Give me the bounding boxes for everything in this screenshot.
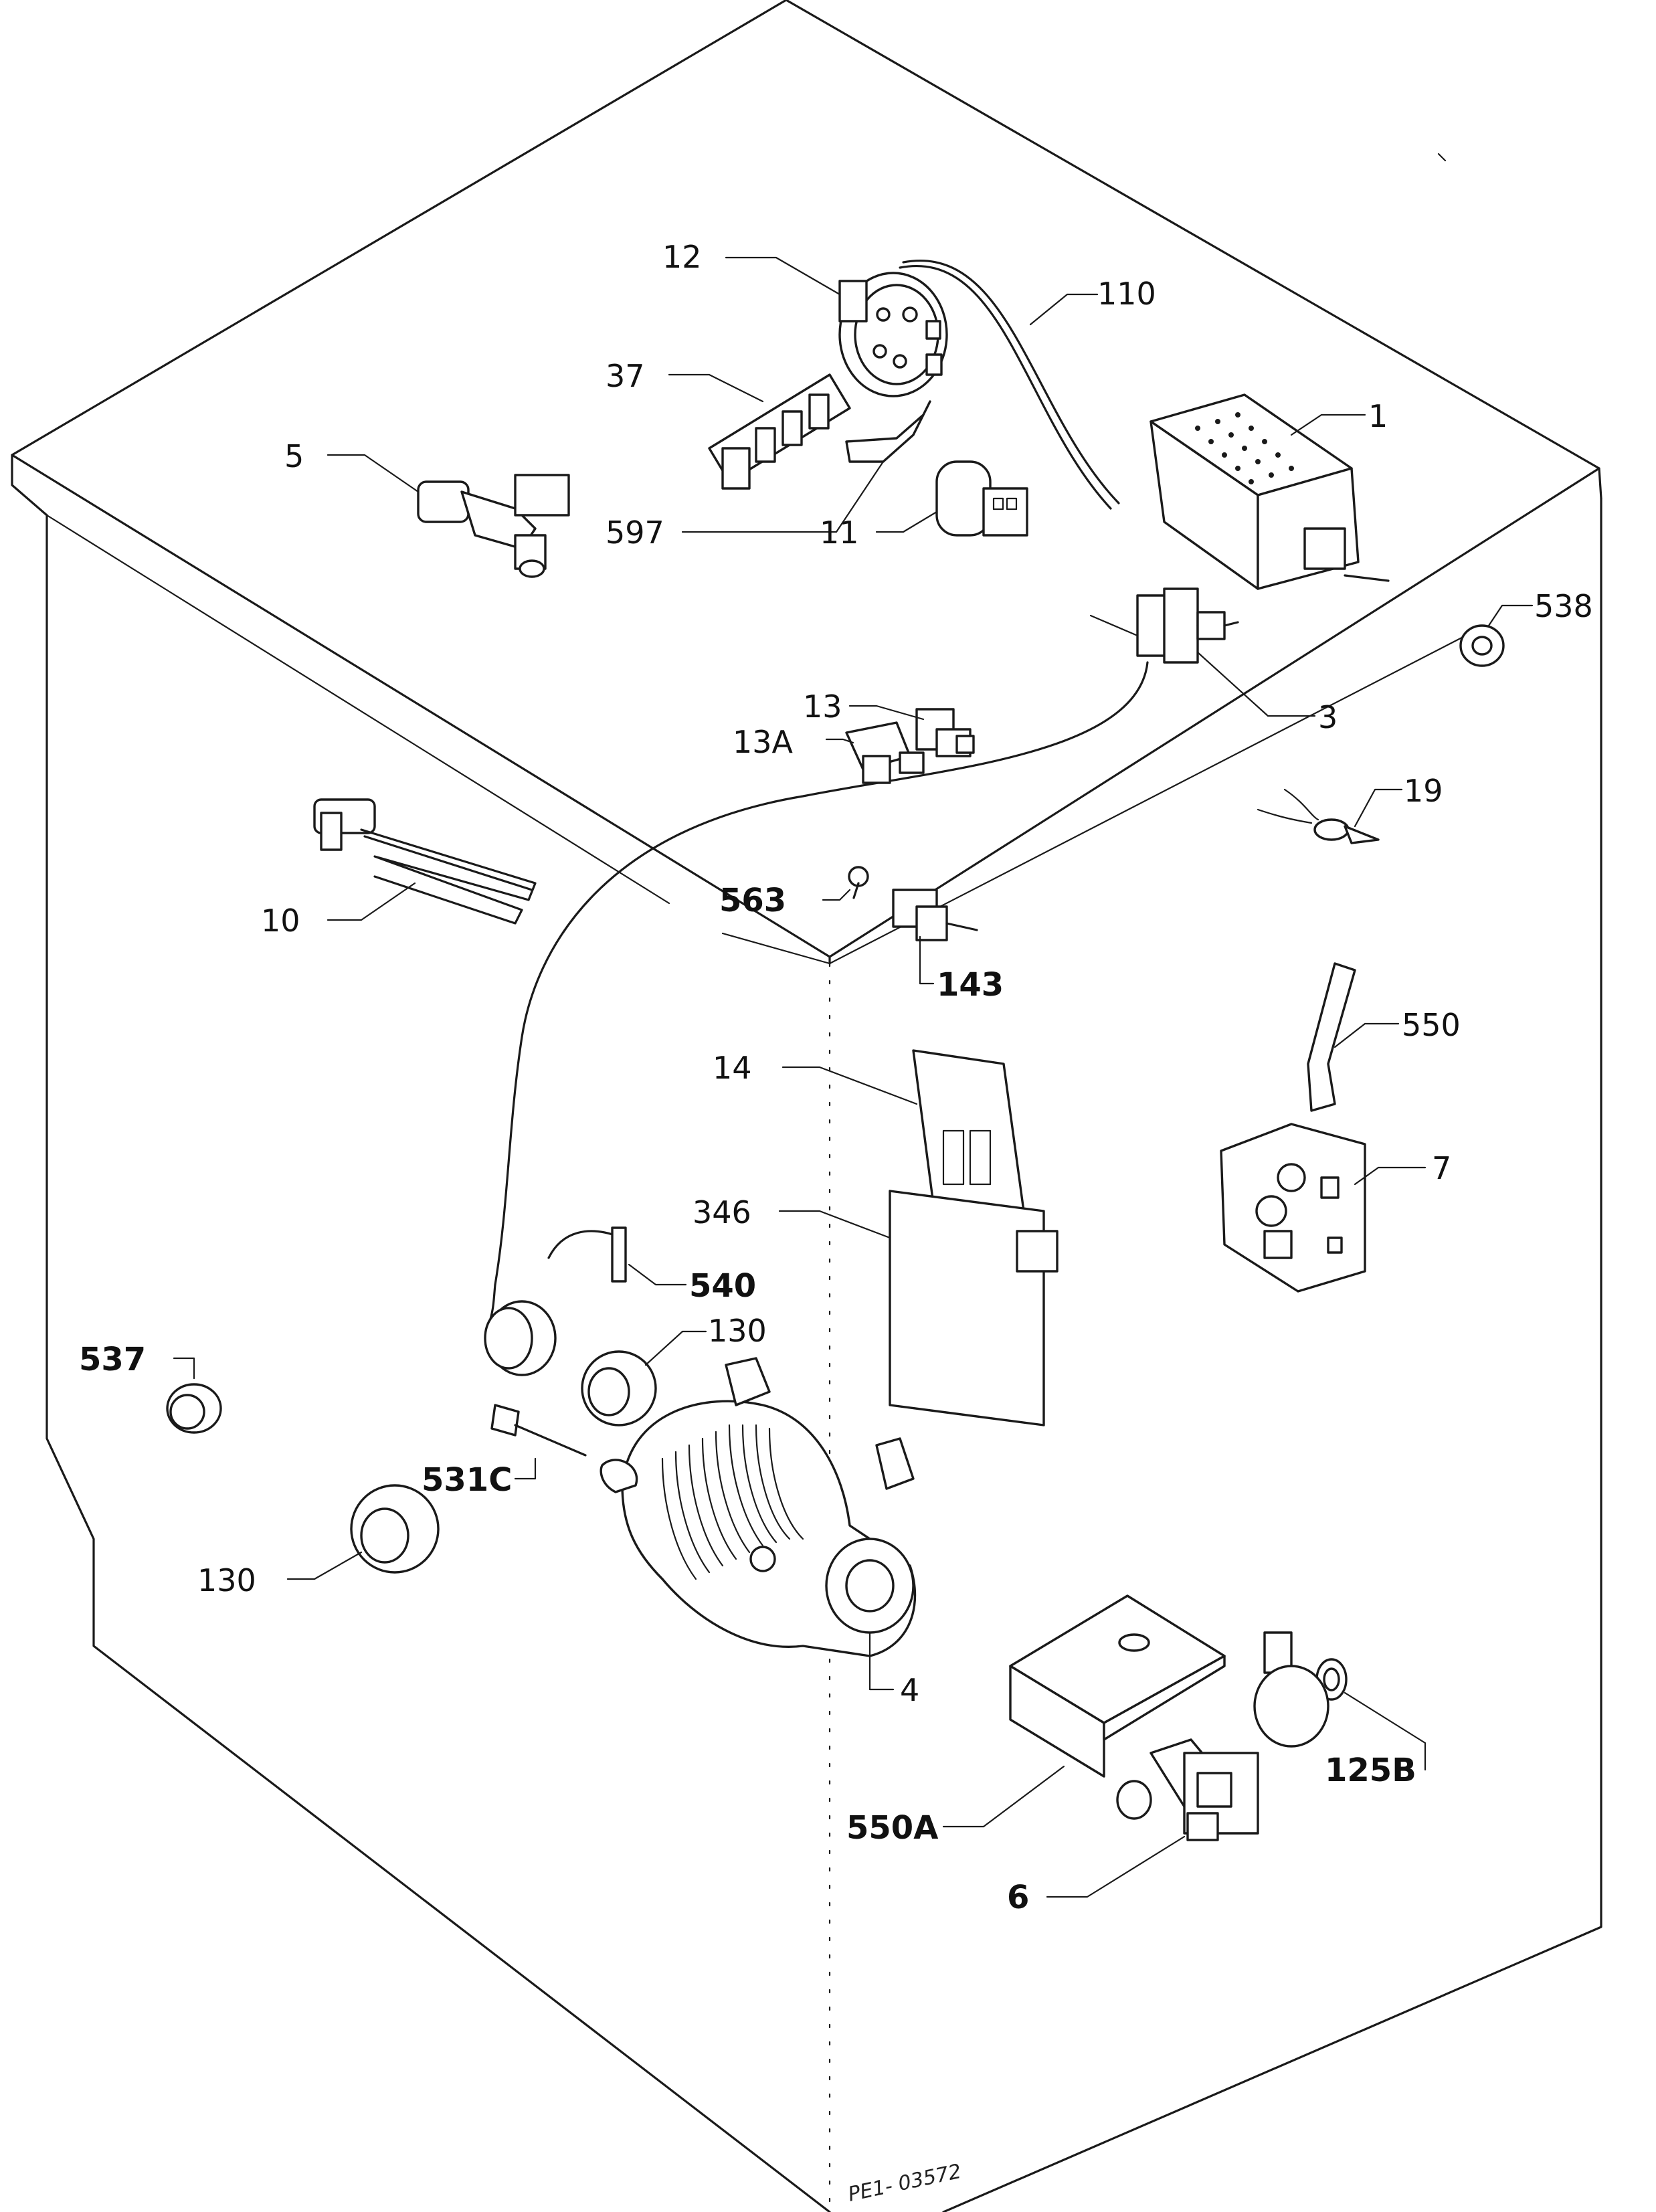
- bolt-part-531c: [490, 1404, 587, 1457]
- callout-110: 110: [1097, 276, 1156, 312]
- callout-10: 10: [261, 903, 300, 939]
- cap-part-537: [166, 1383, 222, 1434]
- callout-19: 19: [1404, 773, 1443, 809]
- callout-550a: 550A: [846, 1809, 938, 1847]
- cabinet-outline: [11, 0, 1602, 2212]
- door-lock-lever-part-550: [1307, 962, 1356, 1112]
- pressure-switch-part-12: [838, 272, 948, 397]
- connector-part-13: [915, 708, 975, 757]
- grommet-part-538: [1459, 624, 1505, 667]
- drain-pump-part-6: [1116, 1631, 1329, 1841]
- callout-leader-lines: [173, 256, 1534, 1898]
- switch-part-143: [892, 889, 978, 941]
- reference-code: PE1- 03572: [846, 2160, 963, 2207]
- bushing-part-130-upper: [581, 1350, 657, 1426]
- callout-143: 143: [937, 966, 1004, 1004]
- terminal-block-part-37: [708, 373, 851, 490]
- dispenser-housing-part-346: [889, 1190, 1059, 1426]
- callout-531c: 531C: [422, 1461, 512, 1499]
- callout-11: 11: [820, 515, 859, 551]
- callout-3: 3: [1318, 699, 1338, 735]
- callout-13: 13: [803, 688, 842, 725]
- hose-end-grommet: [484, 1300, 557, 1376]
- capacitor-part-11: [935, 460, 1028, 537]
- timer-part-1: [1149, 393, 1390, 590]
- callout-5: 5: [284, 438, 304, 474]
- callout-14: 14: [713, 1050, 752, 1086]
- callout-563: 563: [719, 882, 786, 919]
- callout-labels: 12 110 37 1 5 597 11 538 3 13 13A 19 10 …: [79, 239, 1593, 1916]
- callout-7: 7: [1432, 1150, 1451, 1186]
- selector-switch-part-3: [1136, 587, 1239, 664]
- callout-12: 12: [662, 239, 702, 275]
- callout-4: 4: [900, 1672, 919, 1708]
- inlet-valve-part-5: [417, 474, 570, 578]
- callout-37: 37: [606, 358, 645, 394]
- pad-part-550a: [1009, 1594, 1226, 1778]
- bushing-part-130-lower: [350, 1484, 440, 1574]
- door-interlock-part-7: [1220, 1123, 1366, 1293]
- callout-6: 6: [1007, 1879, 1029, 1916]
- callout-1: 1: [1368, 398, 1388, 434]
- callout-130-lower: 130: [197, 1562, 256, 1598]
- callout-537: 537: [79, 1341, 146, 1378]
- hose-part-110: [899, 260, 1120, 510]
- dispenser-drawer-part-14: [912, 1049, 1025, 1212]
- motor-part-4: [600, 1357, 917, 1657]
- clip-part-540: [547, 1226, 627, 1283]
- bracket-part-597: [845, 400, 931, 463]
- probe-part-19: [1257, 788, 1380, 844]
- callout-597: 597: [606, 515, 664, 551]
- connector-part-13a: [845, 721, 925, 784]
- screw-part-563: [848, 866, 869, 899]
- callout-538: 538: [1534, 588, 1593, 624]
- cable-harness: [487, 661, 1149, 1326]
- callout-130-upper: 130: [708, 1313, 767, 1349]
- callout-13a: 13A: [733, 724, 794, 760]
- callout-125b: 125B: [1325, 1752, 1416, 1789]
- callout-540: 540: [689, 1267, 756, 1305]
- callout-346: 346: [693, 1194, 751, 1230]
- callout-550: 550: [1402, 1007, 1461, 1043]
- heating-element-part-10: [313, 798, 537, 925]
